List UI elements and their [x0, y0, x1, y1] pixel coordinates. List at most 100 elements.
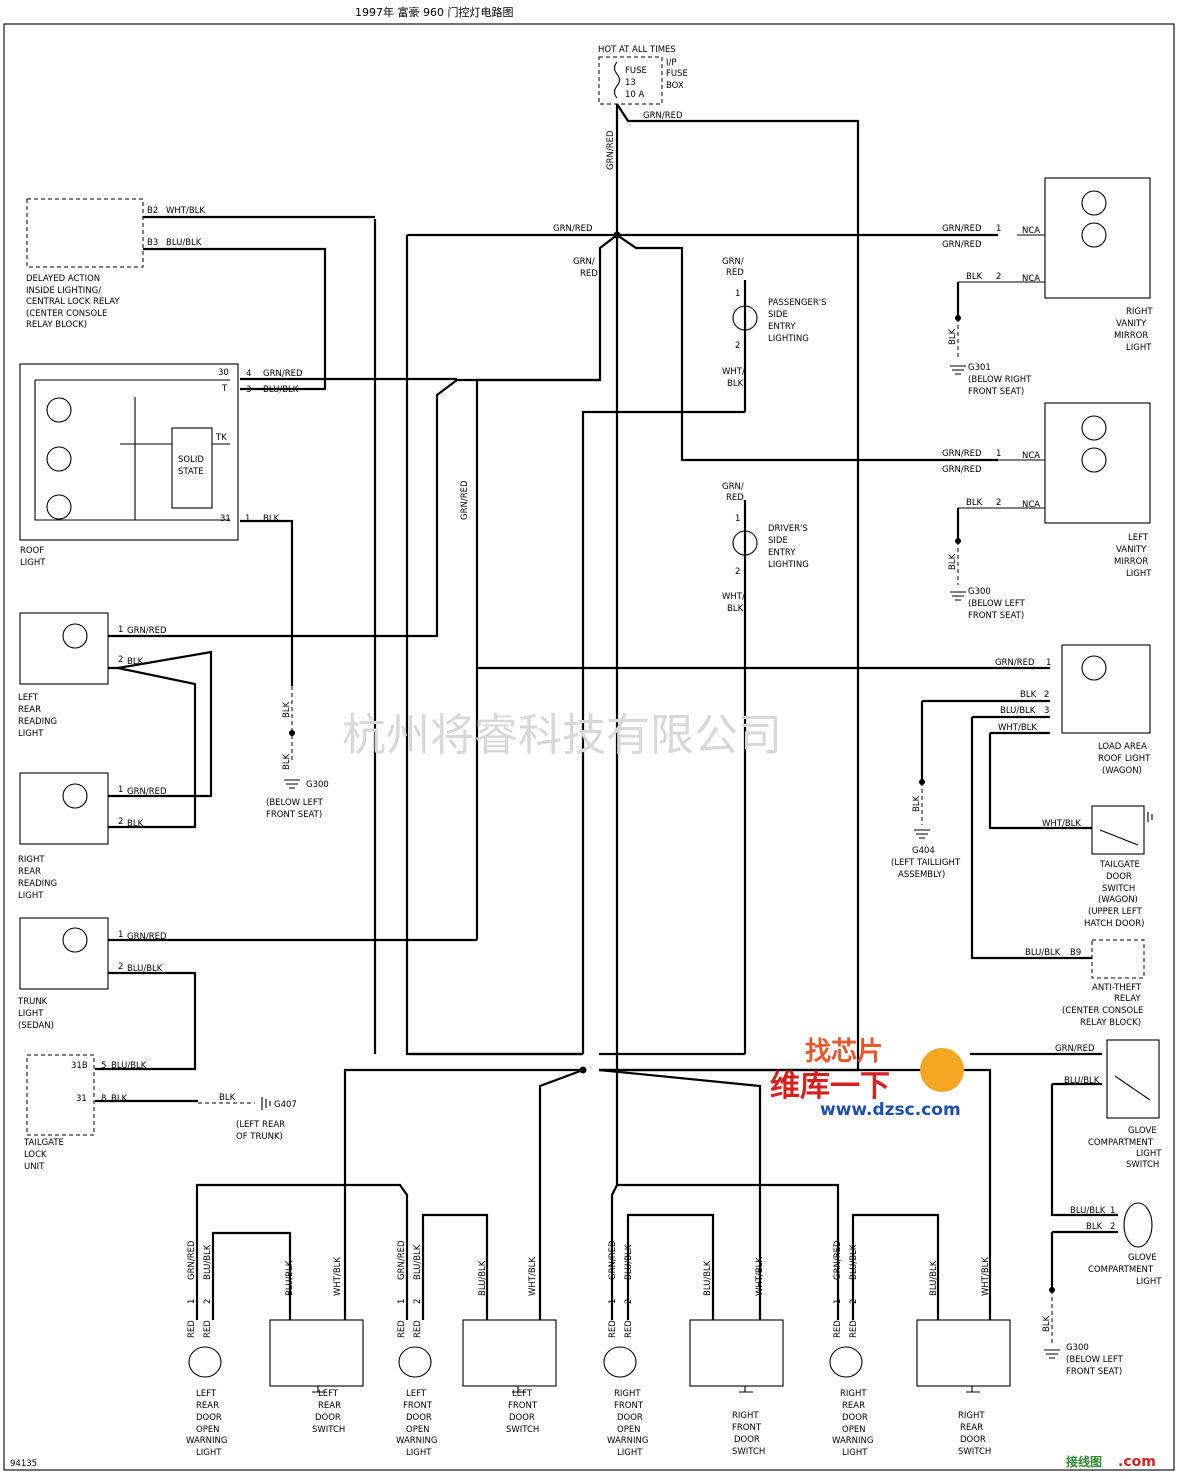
svg-text:BLU/BLK: BLU/BLK	[1000, 706, 1036, 716]
svg-text:PASSENGER'S: PASSENGER'S	[768, 298, 827, 308]
svg-text:10 A: 10 A	[625, 90, 645, 100]
svg-text:BLK: BLK	[912, 795, 922, 812]
svg-text:ENTRY: ENTRY	[768, 322, 796, 332]
left-front-door-switch: BLU/BLK WHT/BLK LEFT FRONT DOOR SWITCH	[462, 1257, 557, 1435]
svg-text:接线图: 接线图	[1066, 1454, 1102, 1469]
svg-text:DOOR: DOOR	[196, 1413, 222, 1423]
svg-text:G301: G301	[968, 363, 991, 373]
svg-text:DOOR: DOOR	[1106, 872, 1132, 882]
glove-compartment-switch: GRN/RED BLU/BLK GLOVE COMPARTMENT LIGHT …	[970, 1039, 1162, 1217]
svg-text:13: 13	[625, 78, 636, 88]
tailgate-lock-unit: 31B 5 BLU/BLK 31 8 BLK TAILGATE LOCK UNI…	[23, 1054, 297, 1172]
svg-text:FRONT SEAT): FRONT SEAT)	[968, 611, 1024, 621]
svg-text:SWITCH: SWITCH	[732, 1447, 765, 1457]
svg-text:GRN/RED: GRN/RED	[833, 1240, 843, 1280]
svg-text:5: 5	[101, 1061, 106, 1071]
svg-text:FUSE: FUSE	[625, 66, 647, 76]
right-rear-door-switch: BLU/BLK WHT/BLK RIGHT REAR DOOR SWITCH	[916, 1257, 1011, 1457]
svg-text:SWITCH: SWITCH	[506, 1425, 539, 1435]
svg-text:.com: .com	[1118, 1454, 1156, 1470]
svg-text:维库一下: 维库一下	[770, 1069, 890, 1104]
svg-text:BLU/BLK: BLU/BLK	[285, 1260, 295, 1296]
svg-text:BLK: BLK	[263, 514, 280, 524]
svg-text:G300: G300	[1066, 1343, 1089, 1353]
svg-text:WARNING: WARNING	[607, 1436, 648, 1446]
svg-text:WARNING: WARNING	[186, 1436, 227, 1446]
svg-text:LEFT: LEFT	[406, 1389, 427, 1399]
svg-text:2: 2	[118, 962, 123, 972]
svg-text:GRN/RED: GRN/RED	[606, 130, 616, 170]
svg-text:RELAY BLOCK): RELAY BLOCK)	[26, 320, 87, 330]
svg-text:1: 1	[118, 930, 123, 940]
svg-text:4: 4	[246, 369, 251, 379]
svg-text:3: 3	[1044, 706, 1049, 716]
svg-text:G407: G407	[274, 1100, 297, 1110]
svg-text:WHT/BLK: WHT/BLK	[333, 1257, 343, 1296]
glove-compartment-light: BLU/BLK 1 BLK 2 GLOVE COMPARTMENT LIGHT …	[1042, 1202, 1162, 1377]
svg-text:30: 30	[218, 368, 229, 378]
svg-text:TRUNK: TRUNK	[17, 997, 48, 1007]
svg-text:LIGHT: LIGHT	[20, 558, 46, 568]
svg-text:(CENTER CONSOLE: (CENTER CONSOLE	[1062, 1006, 1143, 1016]
svg-text:ENTRY: ENTRY	[768, 548, 796, 558]
svg-text:HATCH DOOR): HATCH DOOR)	[1084, 919, 1144, 929]
svg-text:GRN/RED: GRN/RED	[942, 465, 982, 475]
svg-text:(WAGON): (WAGON)	[1102, 766, 1142, 776]
svg-text:RED: RED	[726, 268, 744, 278]
svg-text:RED: RED	[413, 1320, 423, 1338]
svg-text:OPEN: OPEN	[196, 1425, 220, 1435]
svg-text:LIGHT: LIGHT	[1136, 1277, 1162, 1287]
svg-text:DOOR: DOOR	[960, 1435, 986, 1445]
svg-text:GRN/RED: GRN/RED	[942, 240, 982, 250]
svg-text:SIDE: SIDE	[768, 536, 788, 546]
svg-text:BOX: BOX	[666, 81, 684, 91]
svg-text:(CENTER CONSOLE: (CENTER CONSOLE	[26, 309, 107, 319]
svg-text:DOOR: DOOR	[315, 1413, 341, 1423]
svg-text:LEFT: LEFT	[196, 1389, 217, 1399]
svg-text:DOOR: DOOR	[509, 1413, 535, 1423]
delayed-action-relay: B2 B3 WHT/BLK BLU/BLK DELAYED ACTION INS…	[26, 198, 375, 391]
svg-text:2: 2	[624, 1299, 634, 1304]
svg-text:GRN/: GRN/	[722, 482, 744, 492]
svg-text:2: 2	[118, 655, 123, 665]
svg-text:LIGHT: LIGHT	[842, 1448, 868, 1458]
svg-text:DELAYED ACTION: DELAYED ACTION	[26, 274, 100, 284]
svg-text:ROOF LIGHT: ROOF LIGHT	[1098, 754, 1151, 764]
fuse-box: HOT AT ALL TIMES FUSE 13 10 A I/P FUSE B…	[598, 45, 688, 105]
svg-text:(BELOW RIGHT: (BELOW RIGHT	[968, 375, 1032, 385]
svg-text:COMPARTMENT: COMPARTMENT	[1088, 1138, 1154, 1148]
svg-text:LOCK: LOCK	[24, 1150, 47, 1160]
svg-text:UNIT: UNIT	[24, 1162, 45, 1172]
svg-text:NCA: NCA	[1022, 500, 1040, 510]
svg-text:NCA: NCA	[1022, 451, 1040, 461]
svg-text:G300: G300	[968, 587, 991, 597]
svg-text:31B: 31B	[71, 1061, 88, 1071]
svg-text:BLU/BLK: BLU/BLK	[263, 385, 299, 395]
svg-text:FRONT SEAT): FRONT SEAT)	[266, 810, 322, 820]
svg-text:2: 2	[996, 272, 1001, 282]
svg-text:1: 1	[833, 1299, 843, 1304]
diagram-frame	[3, 23, 1175, 1471]
svg-text:DOOR: DOOR	[842, 1413, 868, 1423]
svg-text:DRIVER'S: DRIVER'S	[768, 524, 808, 534]
svg-text:G404: G404	[912, 846, 935, 856]
svg-text:OPEN: OPEN	[842, 1425, 866, 1435]
svg-text:GRN/RED: GRN/RED	[1055, 1044, 1095, 1054]
svg-text:GLOVE: GLOVE	[1128, 1253, 1157, 1263]
svg-text:(LEFT TAILLIGHT: (LEFT TAILLIGHT	[891, 858, 961, 868]
svg-text:GRN/RED: GRN/RED	[397, 1240, 407, 1280]
svg-text:RIGHT: RIGHT	[732, 1411, 759, 1421]
svg-text:WARNING: WARNING	[396, 1436, 437, 1446]
svg-text:RED: RED	[203, 1320, 213, 1338]
svg-text:2: 2	[996, 498, 1001, 508]
svg-text:BLU/BLK: BLU/BLK	[127, 964, 163, 974]
svg-text:3: 3	[246, 385, 251, 395]
svg-text:MIRROR: MIRROR	[1114, 557, 1148, 567]
svg-text:BLU/BLK: BLU/BLK	[849, 1244, 859, 1280]
diagram-title: 1997年 富豪 960 门控灯电路图	[355, 5, 513, 19]
svg-text:2: 2	[203, 1299, 213, 1304]
svg-text:(SEDAN): (SEDAN)	[18, 1021, 54, 1031]
svg-text:GRN/RED: GRN/RED	[263, 369, 303, 379]
left-vanity-mirror-light: GRN/RED GRN/RED BLK 1 2 NCA NCA BLK G300…	[682, 402, 1152, 621]
svg-text:(UPPER LEFT: (UPPER LEFT	[1088, 907, 1143, 917]
